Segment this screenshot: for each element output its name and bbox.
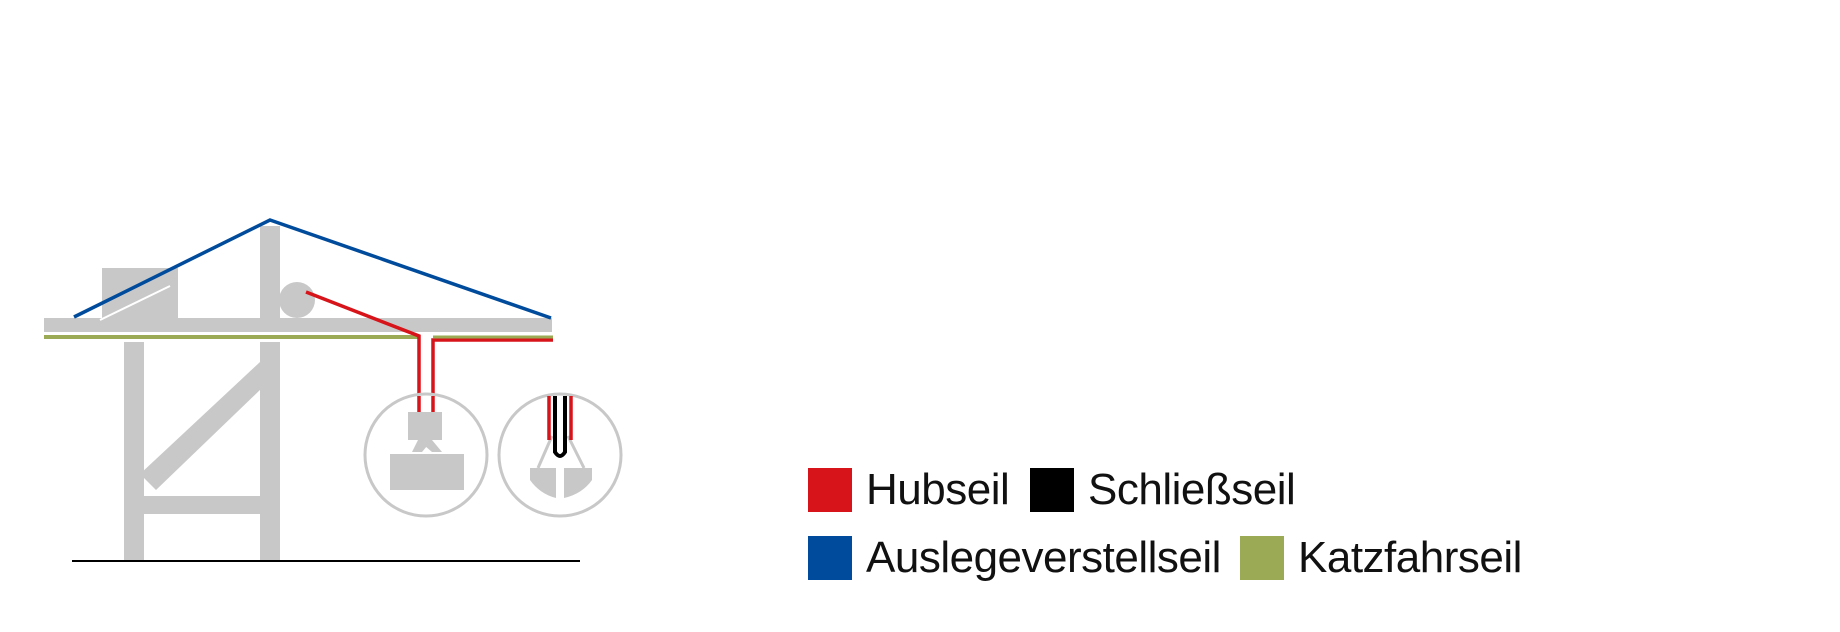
legend-swatch-auslegeverstellseil xyxy=(808,536,852,580)
rope-auslegeverstellseil xyxy=(73,218,552,320)
legend-item-auslegeverstellseil: Auslegeverstellseil xyxy=(808,533,1221,583)
crane-mast xyxy=(260,226,280,320)
sheave xyxy=(279,282,315,318)
legend-swatch-hubseil xyxy=(808,468,852,512)
gantry-crane-icon xyxy=(44,226,552,560)
clamshell-grab-icon xyxy=(497,392,623,518)
legend-item-schliessseil: Schließseil xyxy=(1030,465,1296,515)
legend-label-auslegeverstellseil: Auslegeverstellseil xyxy=(866,533,1221,582)
rope-gap xyxy=(99,285,171,321)
legend-swatch-schliessseil xyxy=(1030,468,1074,512)
crane-brace-diagonal xyxy=(140,362,262,490)
legend-item-hubseil: Hubseil xyxy=(808,465,1010,515)
container-spreader-icon xyxy=(363,392,489,518)
legend-swatch-katzfahrseil xyxy=(1240,536,1284,580)
legend-label-hubseil: Hubseil xyxy=(866,465,1010,514)
crane-leg-left xyxy=(124,342,144,560)
crane-boom xyxy=(44,318,552,332)
legend-label-schliessseil: Schließseil xyxy=(1088,465,1296,514)
rope-hubseil xyxy=(305,290,553,412)
crane-brace-horizontal xyxy=(140,496,264,514)
legend-label-katzfahrseil: Katzfahrseil xyxy=(1298,533,1522,582)
crane-leg-right xyxy=(260,342,280,560)
legend-item-katzfahrseil: Katzfahrseil xyxy=(1240,533,1522,583)
machinery-house xyxy=(102,268,178,320)
